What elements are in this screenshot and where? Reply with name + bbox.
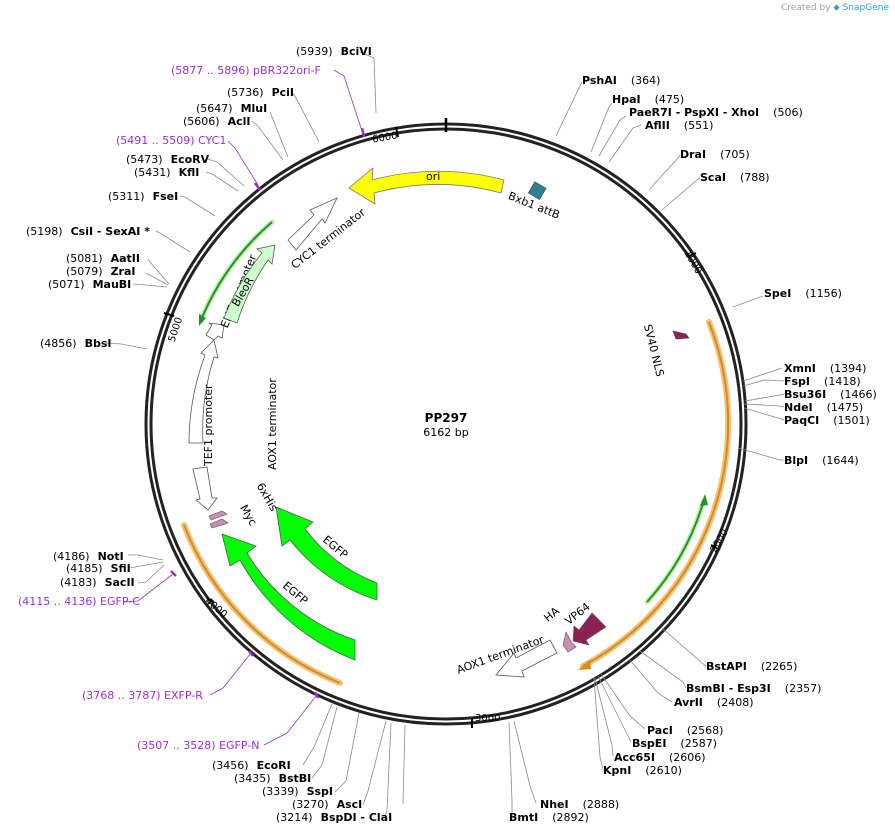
site-label[interactable]: BlpI(1644) [784, 454, 859, 467]
primer-mark-egfp-c [170, 570, 177, 577]
tef1-promoter-feature[interactable] [188, 339, 219, 444]
tick-mark-1000 [686, 252, 697, 258]
orf-arc-right[interactable] [582, 321, 730, 667]
bxb1-attb-feature[interactable] [527, 181, 547, 200]
site-label[interactable]: (4856)BbsI [40, 337, 111, 350]
site-label[interactable]: ScaI(788) [700, 171, 770, 184]
site-label[interactable]: Acc65I(2606) [614, 751, 706, 764]
primer-label[interactable]: (5877 .. 5896) pBR322ori-F [171, 64, 321, 77]
site-label[interactable]: AflII(551) [645, 119, 713, 132]
orf-arc-green-head [700, 494, 708, 506]
site-label[interactable]: (3270)AscI [292, 798, 362, 811]
primer-mark-pbr322ori [360, 127, 366, 138]
site-label[interactable]: BspEI(2587) [632, 737, 717, 750]
cyc1-terminator-feature[interactable] [287, 197, 338, 251]
plasmid-length: 6162 bp [423, 426, 468, 439]
site-label[interactable]: (5473)EcoRV [126, 153, 210, 166]
site-label[interactable]: (3456)EcoRI [212, 759, 291, 772]
myc-feature[interactable] [208, 510, 228, 521]
tick-mark-2000 [710, 544, 719, 550]
site-label[interactable]: FspI(1418) [784, 375, 861, 388]
site-label[interactable]: NdeI(1475) [784, 401, 863, 414]
site-label[interactable]: (5079)ZraI [66, 265, 136, 278]
primer-label[interactable]: (3768 .. 3787) EXFP-R [82, 689, 203, 702]
site-label[interactable]: (5736)PciI [227, 86, 294, 99]
primer-label[interactable]: (4115 .. 4136) EGFP-C [18, 595, 140, 608]
orf-arc-right-head [578, 660, 591, 670]
tick-mark-5000 [163, 312, 175, 317]
tef1-promoter-label: TEF1 promoter [202, 384, 215, 467]
ori-label: ori [426, 170, 440, 183]
site-label[interactable]: (4186)NotI [53, 550, 124, 563]
bleor-orf-arc-head [199, 314, 206, 326]
sv40-nls-feature[interactable] [672, 330, 690, 340]
site-label[interactable]: Bsu36I(1466) [784, 388, 877, 401]
egfp-feature-outer[interactable] [221, 533, 356, 661]
site-leaders-left [105, 51, 406, 817]
aox1-terminator-feature-bottom[interactable] [495, 639, 558, 678]
site-label[interactable]: HpaI(475) [612, 93, 684, 106]
site-label[interactable]: (5606)AclI [183, 115, 250, 128]
primer-leaders [123, 69, 363, 746]
tick-mark-4000 [206, 597, 215, 603]
tick-label-2000: 2000 [709, 527, 731, 555]
sv40-nls-label: SV40 NLS [641, 323, 667, 378]
site-label[interactable]: (3339)SspI [262, 785, 333, 798]
vp64-feature[interactable] [572, 612, 607, 646]
site-label[interactable]: (5431)KflI [134, 166, 199, 179]
plasmid-name: PP297 [425, 411, 468, 425]
snapgene-credit: Created by ⬥ SnapGene [781, 3, 889, 13]
primer-label[interactable]: (3507 .. 3528) EGFP-N [137, 739, 259, 752]
site-label[interactable]: (4185)SfiI [66, 562, 131, 575]
6xhis-label: 6xHis [254, 481, 281, 514]
site-label[interactable]: SpeI(1156) [764, 287, 842, 300]
site-label[interactable]: (5071)MauBI [48, 278, 131, 291]
site-label[interactable]: KpnI(2610) [603, 764, 682, 777]
tick-label-6000: 6000 [371, 130, 398, 145]
site-label[interactable]: NheI(2888) [540, 798, 619, 811]
aox1-terminator-label-left: AOX1 terminator [266, 378, 279, 470]
orf-arc-green[interactable] [646, 499, 705, 603]
site-label[interactable]: XmnI(1394) [784, 362, 866, 375]
snapgene-logo-icon: ⬥ [833, 3, 840, 13]
6xhis-feature[interactable] [209, 518, 229, 529]
site-label[interactable]: (3214)BspDI - ClaI [276, 811, 392, 824]
credit-prefix: Created by [781, 3, 831, 13]
site-label[interactable]: PaqCI(1501) [784, 414, 870, 427]
tick-mark-6000 [395, 126, 399, 138]
site-label[interactable]: (5311)FseI [108, 190, 178, 203]
ori-feature[interactable] [348, 167, 505, 205]
orf-arc-left[interactable] [183, 524, 341, 684]
site-label[interactable]: PacI(2568) [647, 724, 723, 737]
site-leaders-right [508, 81, 785, 816]
site-label[interactable]: (5198)CsiI - SexAI * [26, 225, 150, 238]
ha-label: HA [541, 604, 562, 624]
site-label[interactable]: PshAI(364) [582, 74, 660, 87]
bleor-orf-arc[interactable] [200, 221, 273, 321]
egfp-feature-inner[interactable] [275, 506, 378, 601]
primer-label[interactable]: (5491 .. 5509) CYC1 [116, 134, 226, 147]
tick-label-3000: 3000 [475, 713, 500, 724]
site-label[interactable]: AvrII(2408) [674, 696, 753, 709]
site-label[interactable]: (5081)AatII [66, 252, 140, 265]
bleor-feature[interactable] [223, 244, 276, 324]
site-label[interactable]: BstAPI(2265) [706, 660, 797, 673]
primer-mark-cyc1 [253, 182, 262, 191]
credit-brand: SnapGene [842, 3, 889, 13]
site-label[interactable]: BsmBI - Esp3I(2357) [686, 682, 821, 695]
site-label[interactable]: (4183)SacII [60, 576, 135, 589]
ha-feature[interactable] [562, 631, 577, 653]
site-label[interactable]: BmtI(2892) [509, 811, 589, 824]
myc-label: Myc [237, 502, 259, 528]
site-label[interactable]: (3435)BstBI [234, 772, 311, 785]
site-label[interactable]: PaeR7I - PspXI - XhoI(506) [629, 106, 803, 119]
em7-promoter-feature[interactable] [205, 322, 225, 341]
site-label[interactable]: (5647)MluI [196, 102, 267, 115]
site-label[interactable]: DraI(705) [680, 148, 750, 161]
aox1-terminator-feature-left[interactable] [192, 466, 218, 511]
site-label[interactable]: (5939)BciVI [296, 45, 372, 58]
